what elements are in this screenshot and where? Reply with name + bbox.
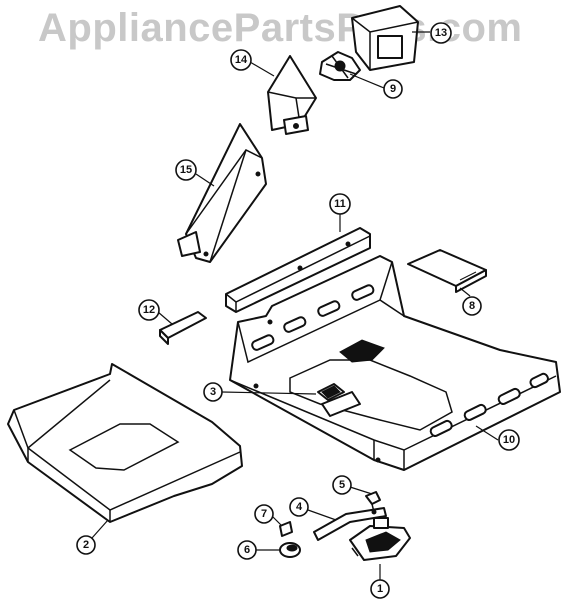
part-10-burner-box[interactable]	[229, 255, 561, 471]
callout-6: 6	[237, 540, 257, 560]
callout-9: 9	[383, 79, 403, 99]
callout-14-label: 14	[235, 54, 248, 66]
callout-2-label: 2	[83, 539, 89, 551]
leader-lines	[91, 31, 499, 580]
callout-7-label: 7	[261, 508, 267, 520]
callout-11: 11	[329, 193, 351, 215]
part-4-rod[interactable]	[313, 507, 387, 541]
part-2-drawer-pan[interactable]	[7, 363, 243, 523]
part-1-latch-assembly[interactable]	[349, 517, 411, 561]
callout-1: 1	[370, 579, 390, 599]
callout-8-label: 8	[469, 300, 475, 312]
callout-14: 14	[230, 49, 252, 71]
part-15-vent-duct[interactable]	[177, 123, 267, 263]
callout-15: 15	[175, 159, 197, 181]
callout-15-label: 15	[180, 164, 192, 176]
part-3-clip[interactable]	[317, 383, 361, 417]
callout-3-label: 3	[210, 386, 216, 398]
callout-13-label: 13	[435, 27, 447, 39]
part-9-fan-blade[interactable]	[319, 51, 361, 81]
callout-12-label: 12	[143, 304, 155, 316]
callout-13: 13	[430, 22, 452, 44]
part-7-clip[interactable]	[279, 521, 293, 537]
callout-12: 12	[138, 299, 160, 321]
callout-8: 8	[462, 296, 482, 316]
callout-5-label: 5	[339, 479, 345, 491]
part-12-bracket[interactable]	[159, 311, 207, 345]
callout-11-label: 11	[334, 198, 346, 210]
callout-9-label: 9	[390, 83, 396, 95]
part-8-plate[interactable]	[407, 249, 487, 293]
part-11-rear-rail[interactable]	[225, 227, 371, 313]
callout-7: 7	[254, 504, 274, 524]
callout-4: 4	[289, 497, 309, 517]
callout-3: 3	[203, 382, 223, 402]
callout-2: 2	[76, 535, 96, 555]
callout-10-label: 10	[503, 434, 515, 446]
callout-10: 10	[498, 429, 520, 451]
callout-5: 5	[332, 475, 352, 495]
part-13-fan-housing[interactable]	[351, 5, 419, 71]
part-14-upper-duct[interactable]	[267, 55, 317, 135]
part-6-knob[interactable]	[279, 542, 301, 558]
callout-4-label: 4	[296, 501, 303, 513]
callout-6-label: 6	[244, 544, 250, 556]
callout-1-label: 1	[377, 583, 383, 595]
